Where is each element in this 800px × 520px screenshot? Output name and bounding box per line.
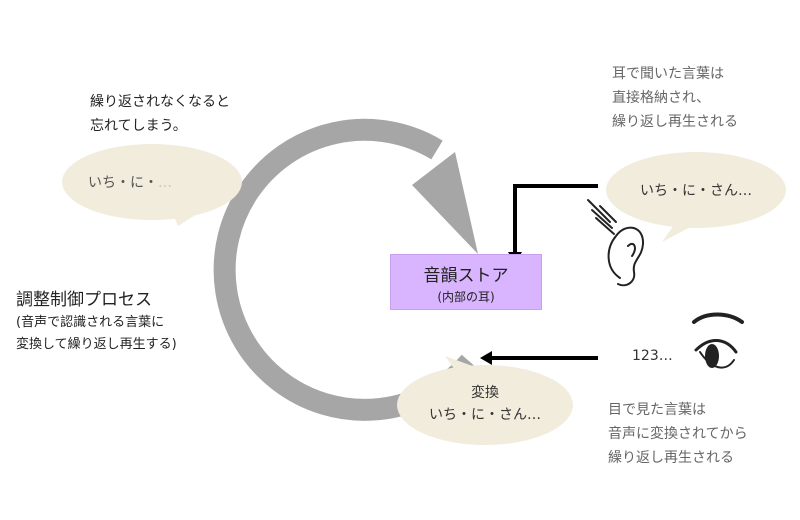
fading-bubble-text-value: いち・に・ [88, 175, 158, 191]
forget-note-line-2: 忘れてしまう。 [90, 118, 187, 134]
fading-bubble-text: いち・に・… [88, 172, 172, 192]
eye-to-loop-arrowhead [480, 351, 492, 365]
forget-note: 繰り返されなくなると 忘れてしまう。 [90, 90, 230, 138]
convert-bubble-tail [445, 356, 478, 370]
process-label: 調整制御プロセス (音声で認識される言葉に 変換して繰り返し再生する) [16, 288, 177, 356]
eye-icon [692, 312, 744, 369]
eye-note-line-1: 目で見た言葉は [608, 402, 706, 418]
store-subtitle: (内部の耳) [437, 290, 495, 304]
process-subtitle-line-1: (音声で認識される言葉に [16, 315, 165, 330]
ear-bubble-text: いち・に・さん… [640, 183, 752, 199]
phonological-store-box: 音韻ストア (内部の耳) [390, 254, 542, 310]
convert-label: 変換 [471, 385, 499, 401]
fading-bubble-faded-tail: … [158, 175, 172, 191]
visual-input-text: 123… [632, 348, 673, 364]
ear-note-line-3: 繰り返し再生される [612, 114, 738, 130]
ear-to-store-line [513, 184, 598, 256]
convert-value: いち・に・さん… [429, 407, 541, 423]
fading-bubble [62, 144, 242, 220]
eye-note: 目で見た言葉は 音声に変換されてから 繰り返し再生される [608, 398, 748, 470]
ear-icon [587, 199, 645, 287]
articulatory-loop-ring [213, 118, 479, 421]
ear-note-line-1: 耳で聞いた言葉は [612, 66, 724, 82]
fading-bubble-tail [172, 212, 200, 226]
convert-bubble [397, 365, 573, 445]
convert-bubble-text: 変換 いち・に・さん… [420, 382, 550, 426]
ear-note-line-2: 直接格納され、 [612, 90, 711, 106]
ear-bubble-tail [662, 222, 700, 242]
eye-note-line-2: 音声に変換されてから [608, 426, 748, 442]
loop-arrowhead [412, 152, 478, 254]
ear-note: 耳で聞いた言葉は 直接格納され、 繰り返し再生される [612, 62, 738, 134]
process-subtitle-line-2: 変換して繰り返し再生する) [16, 337, 177, 352]
eye-note-line-3: 繰り返し再生される [608, 450, 734, 466]
process-title: 調整制御プロセス [16, 290, 152, 310]
store-title: 音韻ストア [423, 266, 509, 286]
forget-note-line-1: 繰り返されなくなると [90, 94, 230, 110]
ear-bubble [606, 152, 786, 228]
